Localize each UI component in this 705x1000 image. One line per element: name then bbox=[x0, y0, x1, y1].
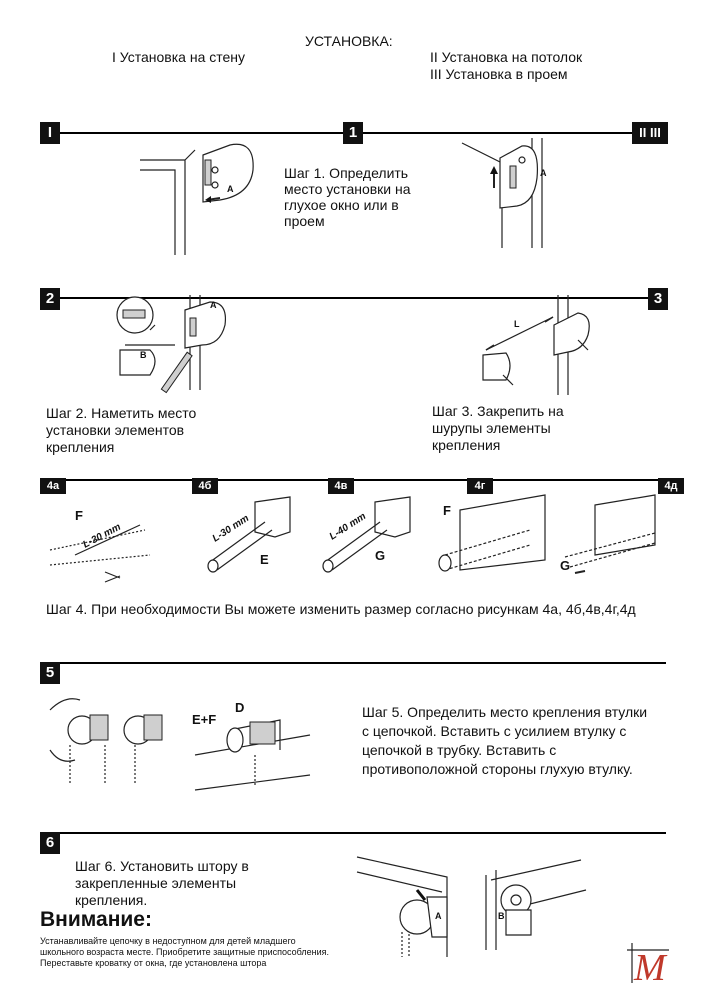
label-l: L bbox=[514, 319, 520, 329]
page-title: УСТАНОВКА: bbox=[305, 33, 393, 49]
step5-text: Шаг 5. Определить место крепления втулки… bbox=[362, 703, 647, 779]
option-wall: I Установка на стену bbox=[112, 49, 245, 66]
label-l30: L-30 mm bbox=[211, 513, 252, 545]
option-ceiling: II Установка на потолок bbox=[430, 49, 582, 66]
label-d: D bbox=[235, 700, 244, 715]
label-a: A bbox=[210, 300, 217, 310]
label-a: A bbox=[435, 911, 442, 921]
label-g: G bbox=[375, 548, 385, 563]
fabric-cut-illustration: F L-30 mm bbox=[50, 500, 170, 590]
chain-sleeve-illustration bbox=[50, 690, 170, 790]
label-l40: L-40 mm bbox=[328, 511, 369, 543]
roll-assembly-illustration: F bbox=[435, 490, 555, 585]
label-a: A bbox=[540, 168, 547, 178]
step6-text: Шаг 6. Установить штору в закрепленные э… bbox=[75, 858, 249, 909]
section-divider bbox=[40, 662, 666, 664]
step2-text: Шаг 2. Наметить место установки элементо… bbox=[46, 405, 196, 456]
label-f: F bbox=[75, 508, 83, 523]
badge-step4a: 4а bbox=[40, 478, 66, 494]
warning-title: Внимание: bbox=[40, 908, 152, 932]
wall-mount-illustration: A bbox=[135, 140, 265, 250]
badge-step5: 5 bbox=[40, 662, 60, 684]
screw-fixing-illustration: L bbox=[478, 295, 598, 395]
ceiling-mount-illustration: A bbox=[462, 138, 562, 253]
option-opening: III Установка в проем bbox=[430, 66, 568, 83]
marking-illustration: A B bbox=[110, 290, 245, 395]
warning-text: Устанавливайте цепочку в недоступном для… bbox=[40, 936, 329, 969]
brand-logo-mark: M bbox=[633, 947, 668, 989]
step1-text: Шаг 1. Определить место установки на глу… bbox=[284, 165, 411, 229]
badge-step2: 2 bbox=[40, 288, 60, 310]
badge-step6: 6 bbox=[40, 832, 60, 854]
label-g: G bbox=[560, 558, 570, 573]
bottom-bar-illustration: G bbox=[555, 495, 665, 585]
label-e-f: E+F bbox=[192, 712, 216, 727]
shaft-cut-illustration: L-40 mm G bbox=[320, 492, 440, 582]
step3-text: Шаг 3. Закрепить на шурупы элементы креп… bbox=[432, 403, 564, 454]
step4-text: Шаг 4. При необходимости Вы можете измен… bbox=[46, 601, 636, 617]
sleeve-insert-illustration: E+F D bbox=[190, 700, 315, 795]
label-a: A bbox=[227, 184, 234, 194]
label-b: B bbox=[498, 911, 505, 921]
section-divider bbox=[40, 832, 666, 834]
blind-install-illustration: A bbox=[357, 852, 467, 962]
label-f: F bbox=[443, 503, 451, 518]
badge-step1: 1 bbox=[343, 122, 363, 144]
label-b: B bbox=[140, 350, 147, 360]
brand-logo: M bbox=[624, 938, 674, 988]
blind-endcap-illustration: B bbox=[486, 855, 596, 955]
badge-ceiling-opening: II III bbox=[632, 122, 668, 144]
badge-step3: 3 bbox=[648, 288, 668, 310]
tube-cut-illustration: L-30 mm E bbox=[195, 492, 315, 582]
label-e: E bbox=[260, 552, 269, 567]
badge-step4d: 4д bbox=[658, 478, 684, 494]
badge-wall: I bbox=[40, 122, 60, 144]
